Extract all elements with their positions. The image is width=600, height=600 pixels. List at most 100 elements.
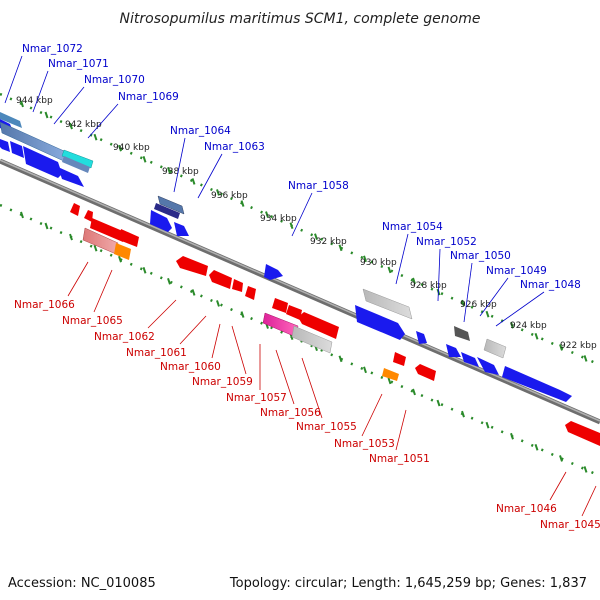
gene-glyph xyxy=(264,264,283,280)
scale-tick xyxy=(44,222,49,230)
scale-label: 928 kbp xyxy=(410,281,447,291)
gene-label-forward: Nmar_1049 xyxy=(486,265,547,277)
label-leader xyxy=(437,248,441,302)
gene-label-reverse: Nmar_1066 xyxy=(14,299,75,311)
label-leader xyxy=(495,291,545,327)
accession-text: Accession: NC_010085 xyxy=(8,576,156,591)
label-leader xyxy=(87,103,119,139)
scale-tick xyxy=(118,144,122,152)
reverse-gene-glyphs xyxy=(70,203,600,446)
scale-tick xyxy=(44,111,49,119)
label-leader xyxy=(4,55,23,104)
gene-glyph xyxy=(232,279,243,292)
scale-label: 942 kbp xyxy=(65,120,102,130)
gene-label-reverse: Nmar_1061 xyxy=(126,347,187,359)
gene-glyph xyxy=(298,312,339,339)
scale-tick xyxy=(167,278,171,285)
label-leader xyxy=(179,315,207,345)
gene-label-forward: Nmar_1058 xyxy=(288,180,349,192)
gene-label-forward: Nmar_1050 xyxy=(450,250,511,262)
scale-tick xyxy=(387,377,392,385)
gene-label-forward: Nmar_1064 xyxy=(170,125,231,137)
gene-glyph xyxy=(416,331,427,344)
label-leader xyxy=(395,409,407,451)
gene-glyph xyxy=(58,167,84,187)
scale-tick xyxy=(167,167,171,174)
label-leader xyxy=(173,137,186,193)
gene-glyph xyxy=(84,210,93,222)
gene-glyph xyxy=(355,305,405,340)
gene-glyph xyxy=(286,305,302,320)
scale-tick xyxy=(69,122,73,130)
gene-label-reverse: Nmar_1056 xyxy=(260,407,321,419)
label-leader xyxy=(93,269,113,313)
label-leader xyxy=(549,471,567,501)
scale-tick xyxy=(583,466,588,473)
scale-label: 926 kbp xyxy=(460,300,497,310)
label-leader xyxy=(361,393,383,437)
label-leader xyxy=(32,70,49,113)
topology-text: Topology: circular; Length: 1,645,259 bp… xyxy=(229,576,587,591)
scale-tick xyxy=(240,311,245,318)
forward-gene-labels: Nmar_1072 Nmar_1071 Nmar_1070 Nmar_1069 … xyxy=(4,43,581,327)
scale-tick xyxy=(142,266,147,274)
gene-glyph xyxy=(176,256,208,276)
gene-glyph xyxy=(245,286,256,300)
scale-label: 940 kbp xyxy=(113,143,150,153)
scale-tick xyxy=(510,321,514,329)
gene-glyph xyxy=(23,146,62,178)
gene-glyph xyxy=(62,156,90,173)
gene-label-forward: Nmar_1063 xyxy=(204,141,265,153)
scale-label: 922 kbp xyxy=(560,341,597,351)
gene-label-forward: Nmar_1054 xyxy=(382,221,443,233)
gene-glyph xyxy=(565,421,600,446)
gene-glyph xyxy=(209,270,232,289)
gene-label-forward: Nmar_1070 xyxy=(84,74,145,86)
scale-tick xyxy=(363,366,367,374)
gene-label-forward: Nmar_1071 xyxy=(48,58,109,70)
label-leader xyxy=(581,485,597,517)
scale-tick xyxy=(583,355,588,362)
label-leader xyxy=(479,277,509,317)
label-leader xyxy=(395,233,409,285)
scale-tick xyxy=(338,244,343,252)
gene-glyph xyxy=(119,229,139,247)
gene-glyph xyxy=(150,210,172,232)
scale-tick xyxy=(240,200,245,207)
scale-tick xyxy=(461,299,465,307)
label-leader xyxy=(275,349,295,405)
scale-tick xyxy=(191,289,196,296)
gene-label-forward: Nmar_1072 xyxy=(22,43,83,55)
genome-backbone-highlight xyxy=(0,159,600,422)
scale-label: 936 kbp xyxy=(211,191,248,201)
forward-gene-glyphs xyxy=(0,112,572,402)
scale-label: 930 kbp xyxy=(360,258,397,268)
scale-tick xyxy=(191,178,196,185)
scale-tick xyxy=(20,100,24,108)
scale-tick xyxy=(485,421,490,429)
label-leader xyxy=(211,323,221,359)
gene-glyph xyxy=(382,368,399,381)
gene-glyph xyxy=(393,352,406,366)
gene-glyph xyxy=(483,338,507,359)
scale-tick xyxy=(216,189,220,196)
scale-tick xyxy=(118,255,122,263)
gene-glyph xyxy=(461,352,479,367)
scale-tick xyxy=(216,300,220,307)
label-leader xyxy=(301,357,323,419)
scale-tick xyxy=(314,233,318,241)
scale-tick xyxy=(534,333,539,340)
gene-label-forward: Nmar_1048 xyxy=(520,279,581,291)
scale-tick xyxy=(387,266,392,274)
scale-tick xyxy=(93,244,98,252)
scale-tick xyxy=(559,344,563,351)
scale-tick xyxy=(461,410,465,418)
gene-glyph xyxy=(70,203,80,216)
reverse-gene-labels: Nmar_1066 Nmar_1065 Nmar_1062 Nmar_1061 … xyxy=(14,261,600,531)
scale-tick xyxy=(436,399,441,407)
gene-label-reverse: Nmar_1051 xyxy=(369,453,430,465)
gene-label-reverse: Nmar_1059 xyxy=(192,376,253,388)
scale-label: 938 kbp xyxy=(162,167,199,177)
scale-tick xyxy=(265,211,269,218)
map-title: Nitrosopumilus maritimus SCM1, complete … xyxy=(120,11,481,27)
